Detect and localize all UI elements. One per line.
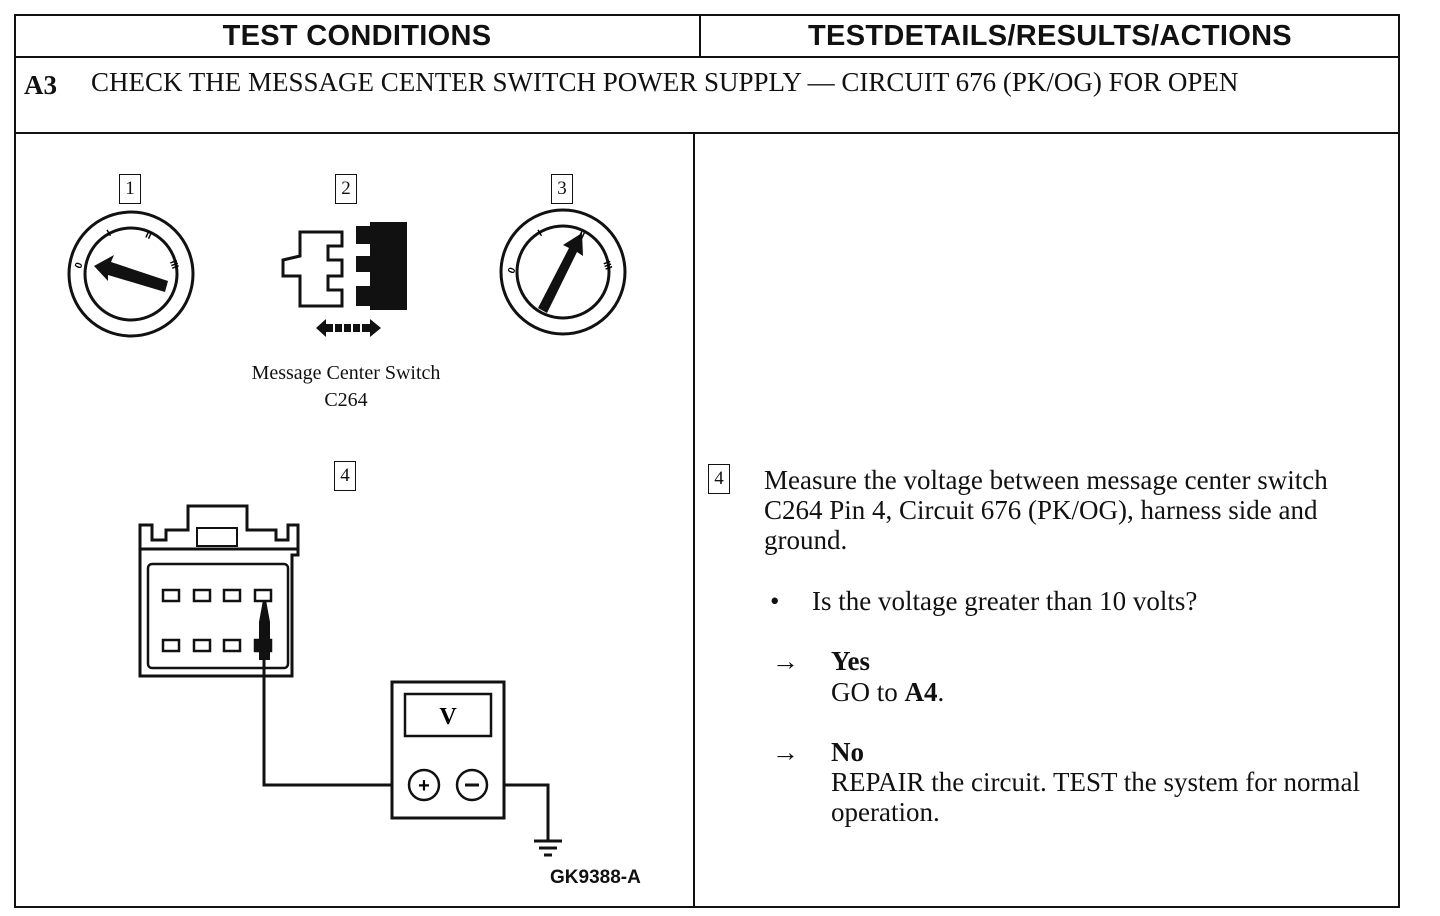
no-label: No <box>831 737 864 767</box>
figure-caption: Message Center Switch C264 <box>226 360 466 414</box>
step-box-4: 4 <box>334 461 356 491</box>
ignition-mark-2-b: II <box>576 230 586 242</box>
ignition-switch-run-icon: 0 I II III <box>499 208 627 336</box>
figure-id: GK9388-A <box>550 867 641 888</box>
step-title: CHECK THE MESSAGE CENTER SWITCH POWER SU… <box>91 67 1239 97</box>
step-row: A3 CHECK THE MESSAGE CENTER SWITCH POWER… <box>14 58 1400 134</box>
header-divider <box>699 14 701 58</box>
procedure-table <box>14 14 1400 908</box>
step-box-1: 1 <box>119 174 141 204</box>
ground-symbol-icon <box>534 839 562 857</box>
caption-line-1: Message Center Switch <box>251 362 441 384</box>
ignition-mark-2-a: II <box>143 230 153 242</box>
detail-instruction: Measure the voltage between message cent… <box>764 465 1328 555</box>
step-box-3: 3 <box>551 174 573 204</box>
yes-label: Yes <box>831 646 870 676</box>
step-id: A3 <box>24 70 57 100</box>
yes-action: GO to A4. <box>831 677 944 707</box>
ignition-switch-off-icon: 0 I II III <box>67 210 195 338</box>
yes-action-end: . <box>937 677 945 707</box>
ignition-mark-3-b: III <box>600 260 613 272</box>
connector-face-icon <box>138 504 300 678</box>
header-test-details: TESTDETAILS/RESULTS/ACTIONS <box>700 14 1400 58</box>
ignition-mark-0-a: 0 <box>73 261 85 270</box>
caption-line-2: C264 <box>324 389 368 411</box>
yes-arrow: → <box>772 646 799 676</box>
detail-question: Is the voltage greater than 10 volts? <box>812 586 1198 616</box>
column-divider <box>693 134 695 908</box>
ignition-mark-0-b: 0 <box>506 266 518 275</box>
ignition-mark-3-a: III <box>167 259 180 271</box>
connector-disconnect-icon <box>281 222 407 337</box>
negative-lead <box>489 783 550 840</box>
step-box-2: 2 <box>335 174 357 204</box>
meter-label: V <box>439 704 457 730</box>
yes-action-target[interactable]: A4 <box>904 677 938 707</box>
no-action: REPAIR the circuit. TEST the system for … <box>831 767 1360 827</box>
question-bullet: • <box>770 586 780 616</box>
positive-lead <box>262 660 408 787</box>
svg-text:+: + <box>418 775 430 797</box>
ignition-mark-1-a: I <box>105 228 113 239</box>
header-test-conditions: TEST CONDITIONS <box>14 14 700 58</box>
yes-action-text: GO to <box>831 677 905 707</box>
no-arrow: → <box>772 737 799 767</box>
voltmeter-icon: V + <box>390 680 506 820</box>
detail-step-box: 4 <box>708 464 730 494</box>
ignition-mark-1-b: I <box>536 228 544 239</box>
